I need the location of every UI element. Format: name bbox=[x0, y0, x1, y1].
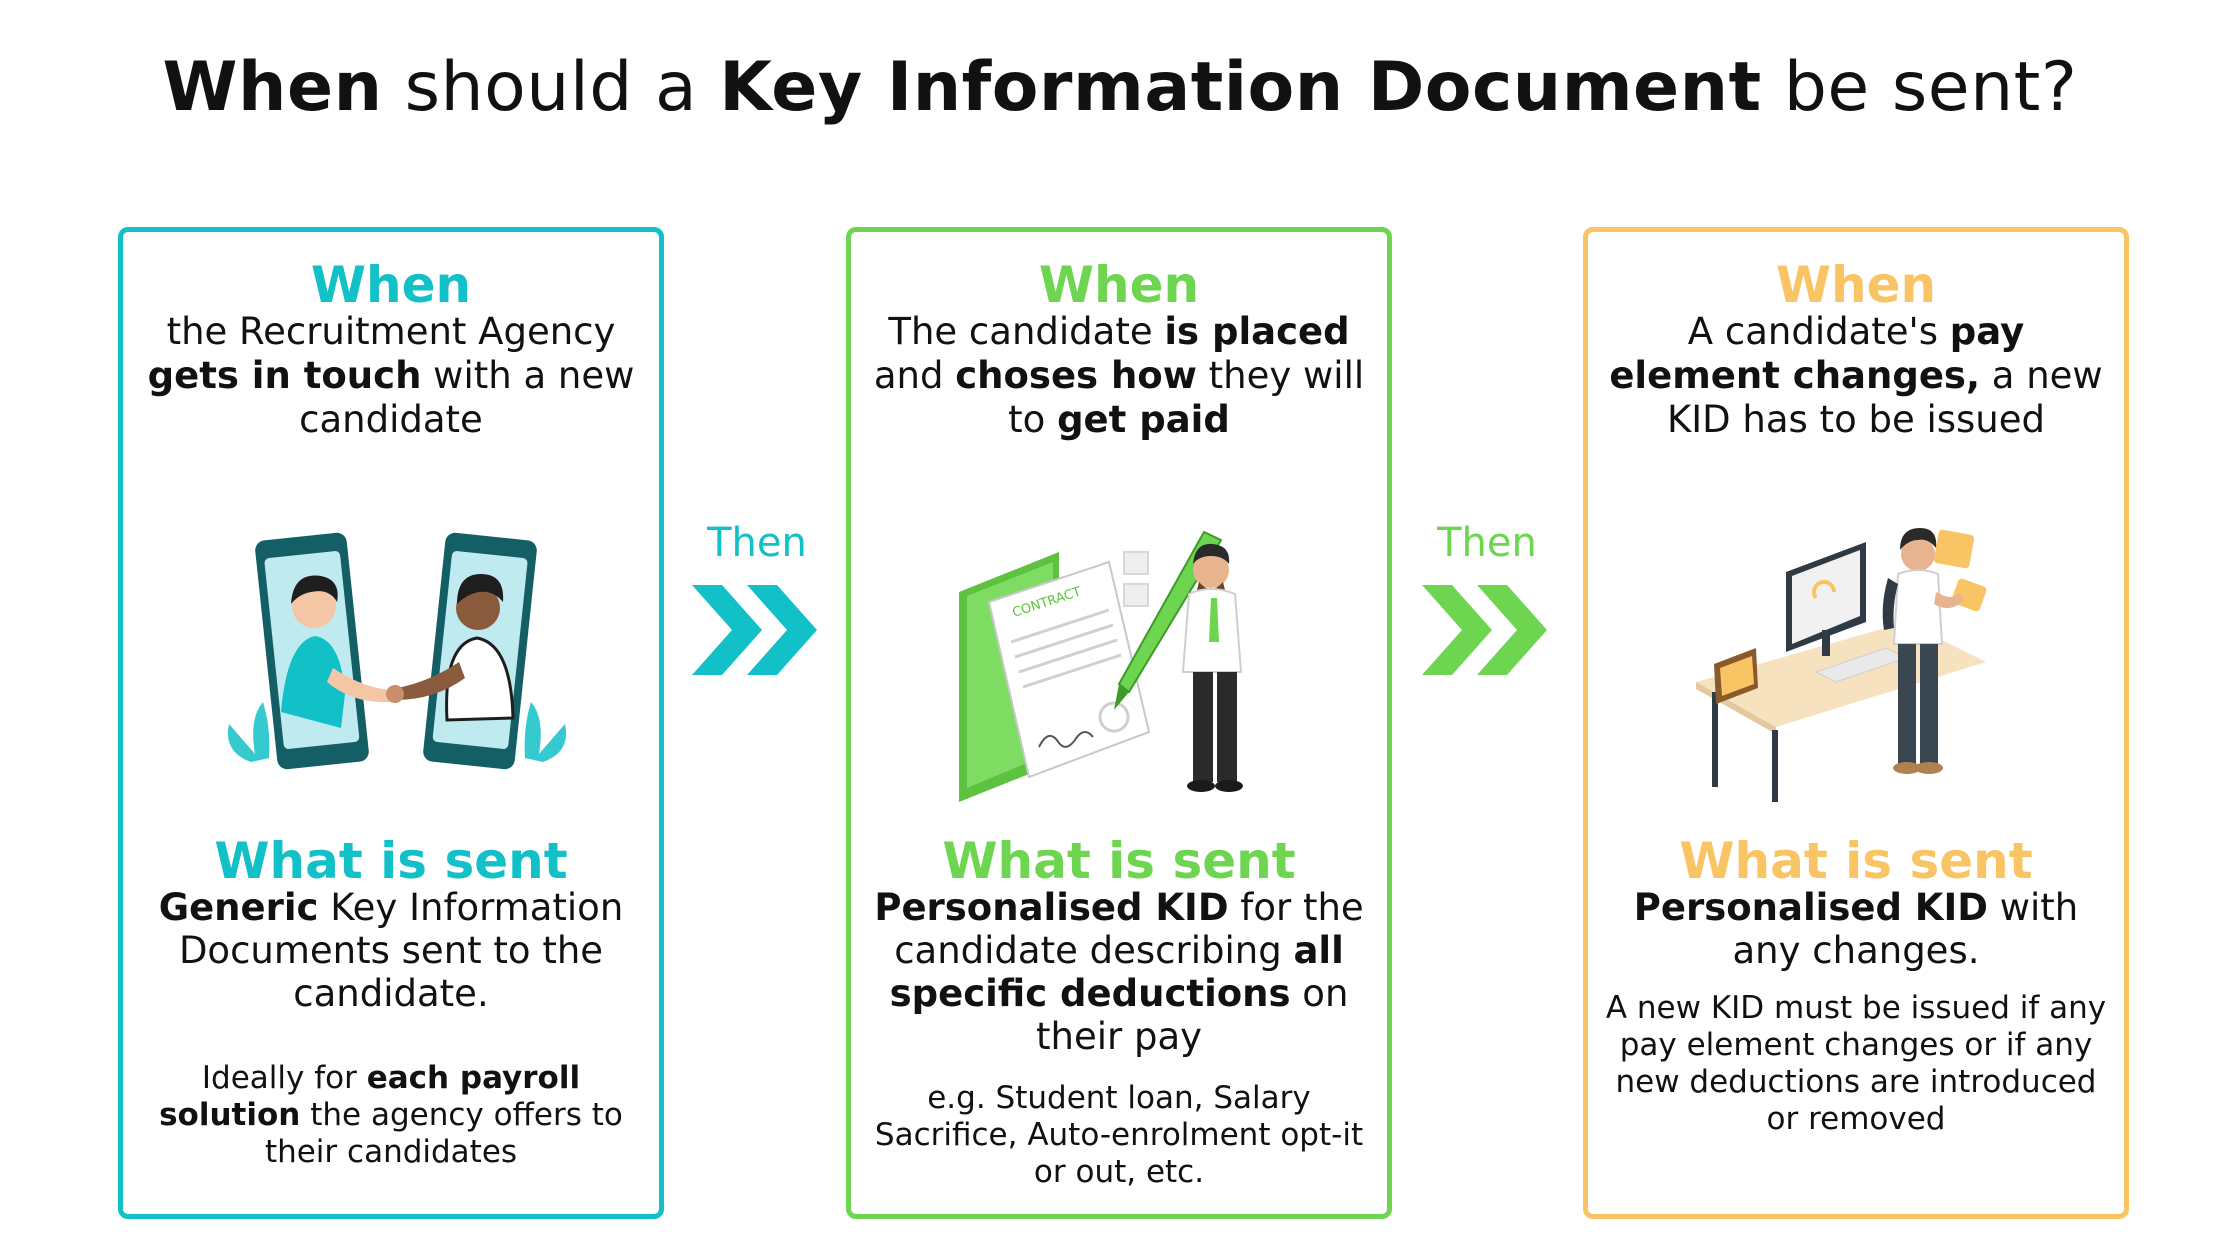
when-heading: When bbox=[1038, 256, 1200, 314]
title-when: When bbox=[162, 48, 383, 127]
sent-text-bold: all specific deductions bbox=[889, 929, 1344, 1015]
note-text-part: the agency offers to their candidates bbox=[264, 1097, 623, 1170]
sent-text-part: Key Information Documents sent to the ca… bbox=[178, 886, 624, 1015]
when-text-part: a new KID has to be issued bbox=[1666, 354, 2103, 441]
double-chevron-icon bbox=[692, 585, 817, 675]
card-note: A new KID must be issued if any pay elem… bbox=[1605, 990, 2107, 1137]
title-kid: Key Information Document bbox=[719, 48, 1762, 127]
when-heading: When bbox=[1775, 256, 1937, 314]
note-text-part: Ideally for bbox=[201, 1060, 367, 1096]
desk-update-icon bbox=[1696, 528, 1987, 802]
when-text-part: The candidate bbox=[888, 310, 1165, 353]
when-text-bold: is placed bbox=[1164, 310, 1350, 353]
sent-heading: What is sent bbox=[942, 832, 1296, 890]
then-label: Then bbox=[707, 520, 807, 566]
sent-description: Generic Key Information Documents sent t… bbox=[137, 886, 645, 1015]
note-text-bold: each payroll solution bbox=[159, 1060, 581, 1133]
title-end: be sent? bbox=[1761, 48, 2078, 127]
sent-text-part: for the candidate describing bbox=[894, 886, 1364, 972]
sent-text-bold: Personalised KID bbox=[1633, 886, 1988, 929]
sent-description: Personalised KID with any changes. bbox=[1602, 886, 2110, 972]
when-text-bold: gets in touch bbox=[147, 354, 422, 397]
card-pay-element-change: When A candidate's pay element changes, … bbox=[1583, 227, 2129, 1219]
when-text-part: A candidate's bbox=[1687, 310, 1950, 353]
title-middle: should a bbox=[382, 48, 720, 127]
when-heading: When bbox=[310, 256, 472, 314]
when-text-part: they will to bbox=[1008, 354, 1365, 441]
sent-text-part: on their pay bbox=[1035, 972, 1349, 1058]
contract-signing-icon: CONTRACT bbox=[959, 530, 1243, 802]
page-title: When should a Key Information Document b… bbox=[0, 48, 2240, 127]
when-text-part: with a new candidate bbox=[299, 354, 635, 441]
sent-text-part: with any changes. bbox=[1732, 886, 2079, 972]
when-text-part: and bbox=[873, 354, 956, 397]
when-text-bold: choses how bbox=[955, 354, 1197, 397]
sent-text-bold: Generic bbox=[158, 886, 319, 929]
card-initial-contact: When the Recruitment Agency gets in touc… bbox=[118, 227, 664, 1219]
card-note: Ideally for each payroll solution the ag… bbox=[137, 1060, 645, 1171]
when-text-bold: get paid bbox=[1057, 398, 1230, 441]
sent-description: Personalised KID for the candidate descr… bbox=[865, 886, 1373, 1058]
sent-text-bold: Personalised KID bbox=[874, 886, 1229, 929]
double-chevron-icon bbox=[1422, 585, 1547, 675]
sent-heading: What is sent bbox=[214, 832, 568, 890]
when-text-part: the Recruitment Agency bbox=[166, 310, 616, 353]
then-label: Then bbox=[1437, 520, 1537, 566]
handshake-phones-icon bbox=[227, 532, 567, 770]
when-description: A candidate's pay element changes, a new… bbox=[1602, 310, 2110, 442]
card-note: e.g. Student loan, Salary Sacrifice, Aut… bbox=[874, 1080, 1364, 1190]
card-candidate-placed: When The candidate is placed and choses … bbox=[846, 227, 1392, 1219]
when-text-bold: pay element changes, bbox=[1609, 310, 2025, 397]
when-description: the Recruitment Agency gets in touch wit… bbox=[137, 310, 645, 442]
sent-heading: What is sent bbox=[1679, 832, 2033, 890]
when-description: The candidate is placed and choses how t… bbox=[865, 310, 1373, 442]
